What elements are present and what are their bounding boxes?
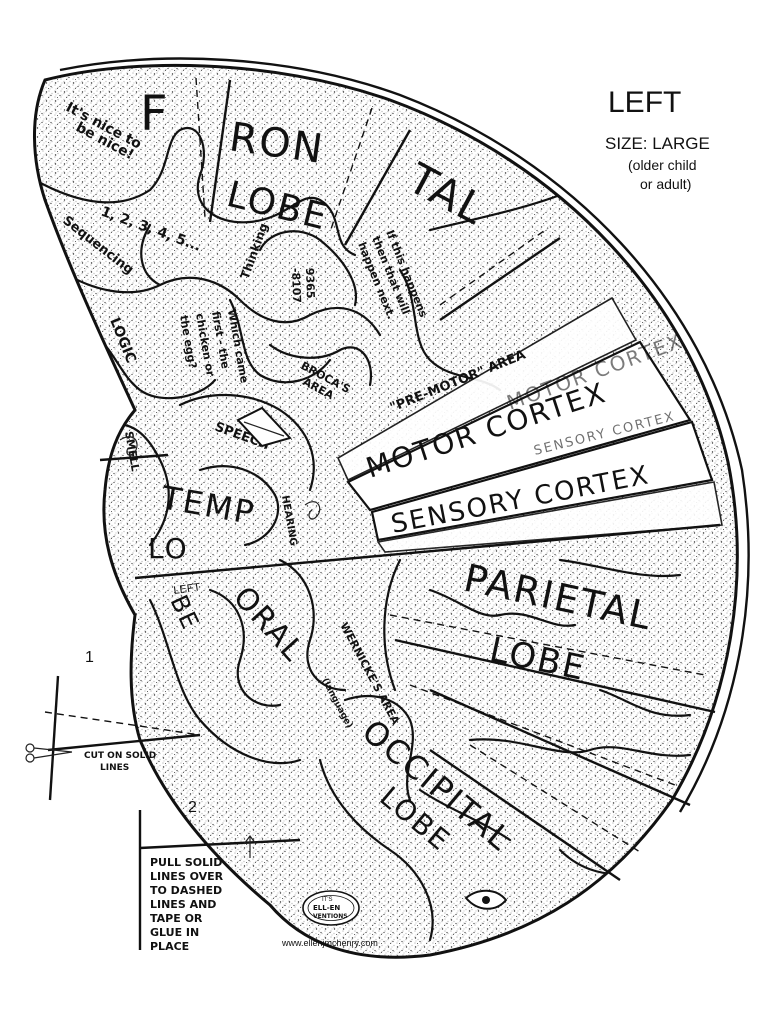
heading: LEFT SIZE: LARGE (older child or adult) [605,86,710,192]
audience-line-2: or adult) [640,176,691,192]
step-1-text-line-2: LINES [100,763,129,773]
step-2-text-line-3: TO DASHED [150,884,222,897]
mouth-icon [236,406,292,448]
step-1-text-line-1: CUT ON SOLID [84,751,156,761]
scissors-icon [25,743,73,763]
instruction-step-1: 1 CUT ON SOLID LINES [25,649,201,801]
publisher-seal: IT'S ELL-EN VENTIONS [302,890,360,926]
ear-icon [304,501,321,520]
numbers-note-line-2: -8107 [289,268,303,304]
cut-lines [99,77,721,881]
step-2-text-line-7: PLACE [150,940,189,953]
step-2-text-line-2: LINES OVER [150,870,224,883]
numbers-note-line-1: 9365 [303,268,317,299]
left-tag: LEFT [173,581,202,597]
instruction-step-2: 2 PULL SOLID LINES OVER TO DASHED LINES … [138,799,301,953]
seal-line-1: IT'S [322,897,332,903]
step-2-text-line-5: TAPE OR [150,912,203,925]
step-2-number: 2 [188,799,197,816]
step-2-text-line-6: GLUE IN [150,926,199,939]
size-label: SIZE: LARGE [605,134,710,153]
step-2-text-line-4: LINES AND [150,898,216,911]
nose-icon [119,436,138,456]
step-1-number: 1 [85,649,94,666]
eye-icon [464,889,508,910]
seal-line-2: ELL-EN [313,904,340,912]
side-label: LEFT [608,86,681,119]
temporal-label-part-3: LO [148,532,189,565]
publisher-url: www.ellenjmchenry.com [281,938,378,948]
seal-line-3: VENTIONS [313,913,348,920]
cortex-strips [336,296,723,553]
audience-line-1: (older child [628,157,696,173]
step-2-text-line-1: PULL SOLID [150,856,222,869]
frontal-label-part-1: F [140,86,170,142]
